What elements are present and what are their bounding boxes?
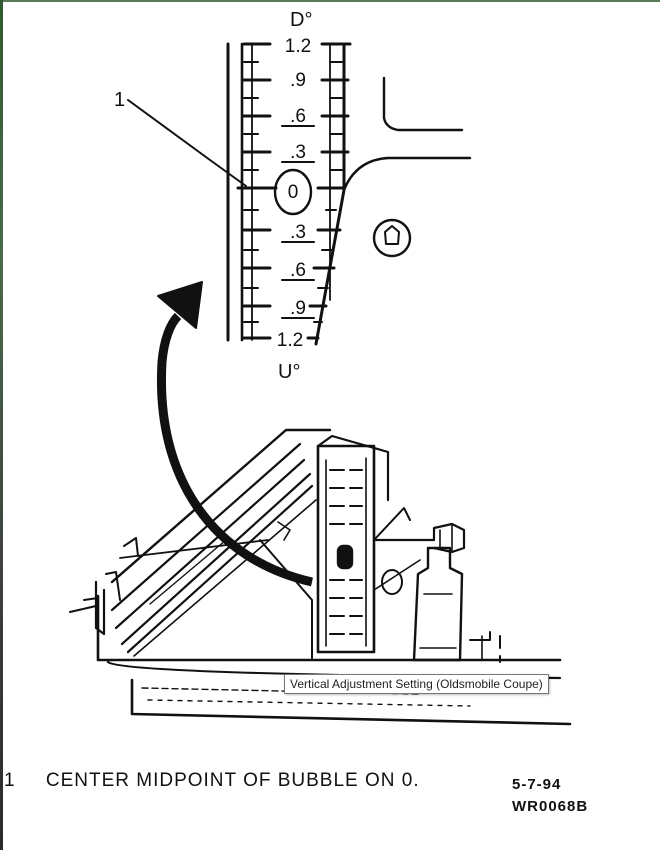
tick-label: 1.2	[285, 36, 311, 57]
window-border-top	[0, 0, 660, 2]
callout-number: 1	[114, 89, 125, 111]
tick-label: .3	[290, 142, 306, 163]
level-bubble	[273, 168, 313, 216]
tick-label: .9	[290, 298, 306, 319]
caption-number: 1	[4, 770, 16, 791]
headlamp-aimer-device	[69, 428, 572, 726]
tick-label: .3	[290, 222, 306, 243]
tick-label: .9	[290, 70, 306, 91]
tick-label: 0	[288, 182, 299, 203]
scale-bottom-label: U°	[278, 361, 300, 383]
caption-text: CENTER MIDPOINT OF BUBBLE ON 0.	[45, 770, 420, 791]
tick-label: 1.2	[277, 330, 303, 351]
enlarged-scale	[226, 42, 472, 346]
figure-code: WR0068B	[512, 798, 589, 815]
window-border-left	[0, 0, 3, 850]
tick-label: .6	[290, 106, 306, 127]
image-tooltip: Vertical Adjustment Setting (Oldsmobile …	[284, 674, 549, 694]
tick-label: .6	[290, 260, 306, 281]
scale-top-label: D°	[290, 9, 312, 31]
scale-tick-marks	[236, 42, 352, 340]
arrow-icon	[156, 312, 313, 587]
callout-leader-line	[127, 99, 247, 187]
scale-labels: D° U° 1.2 .9 .6 .3 0 .3 .6 .9 1.2 1	[114, 9, 312, 383]
figure-date: 5-7-94	[512, 776, 562, 793]
figure-caption: 1 CENTER MIDPOINT OF BUBBLE ON 0.	[4, 770, 420, 792]
figure-id: 5-7-94 WR0068B	[512, 774, 588, 818]
